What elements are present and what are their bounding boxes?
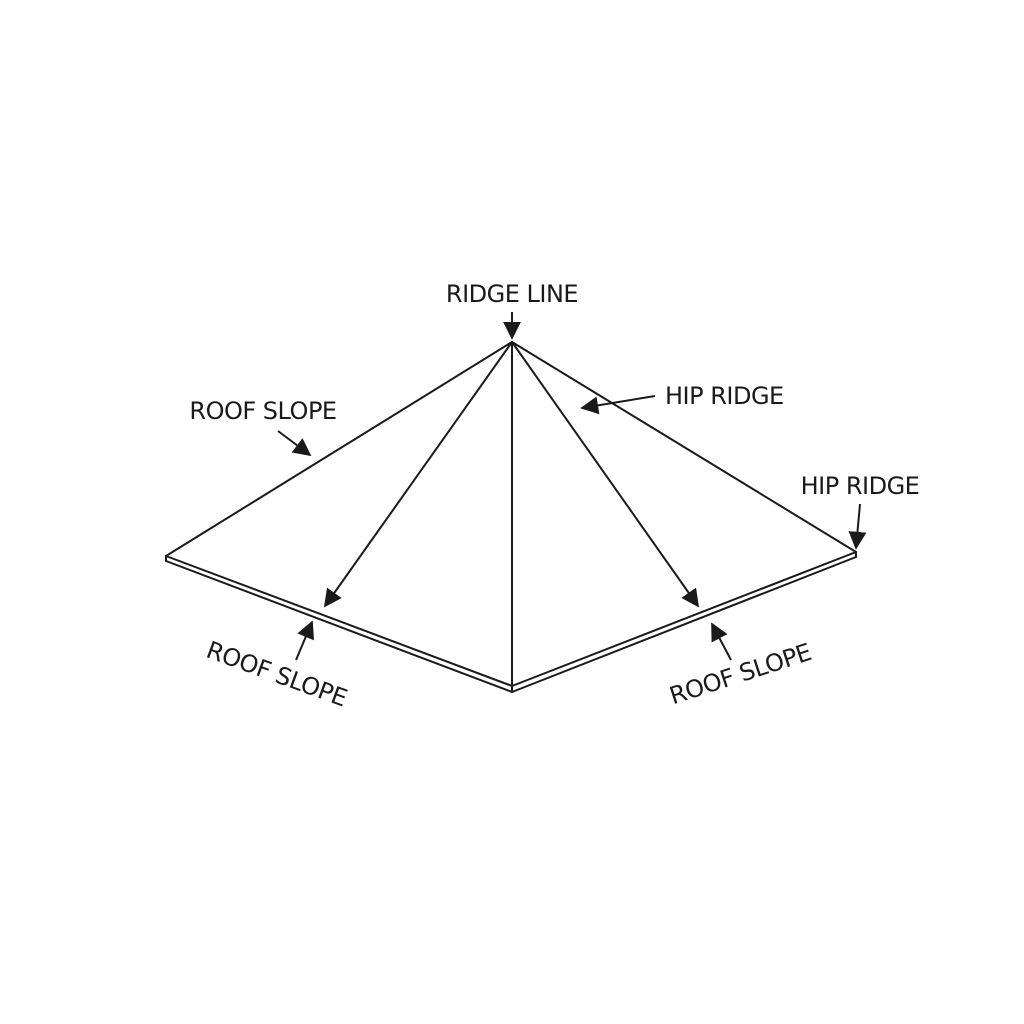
hip-ridge-upper-leader xyxy=(580,395,656,415)
front-right-edge-lower xyxy=(511,556,857,693)
roof-slope-lower-left-leader xyxy=(295,620,315,661)
hip-arrows xyxy=(323,341,700,608)
roof-outline xyxy=(165,341,857,693)
label-leaders xyxy=(277,312,867,661)
roof-slope-lower-right-label: ROOF SLOPE xyxy=(666,638,815,710)
roof-slope-lower-left-label: ROOF SLOPE xyxy=(203,636,351,713)
hip-arrow-left xyxy=(323,341,513,608)
labels: RIDGE LINE HIP RIDGE HIP RIDGE ROOF SLOP… xyxy=(189,280,919,712)
hip-ridge-right-leader xyxy=(848,503,867,550)
front-left-edge-lower xyxy=(165,560,513,693)
hip-arrow-right xyxy=(511,341,700,608)
roof-slope-lower-right-leader xyxy=(711,622,732,661)
hip-ridge-upper-label: HIP RIDGE xyxy=(665,382,784,410)
right-eave-edge xyxy=(511,341,857,553)
front-left-edge xyxy=(165,555,513,687)
ridge-line-label: RIDGE LINE xyxy=(446,280,578,308)
roof-slope-upper-left-leader xyxy=(277,430,312,457)
front-right-edge xyxy=(511,551,857,687)
roof-slope-upper-left-label: ROOF SLOPE xyxy=(189,397,336,425)
left-eave-edge xyxy=(165,341,513,557)
hip-ridge-right-label: HIP RIDGE xyxy=(801,472,920,500)
